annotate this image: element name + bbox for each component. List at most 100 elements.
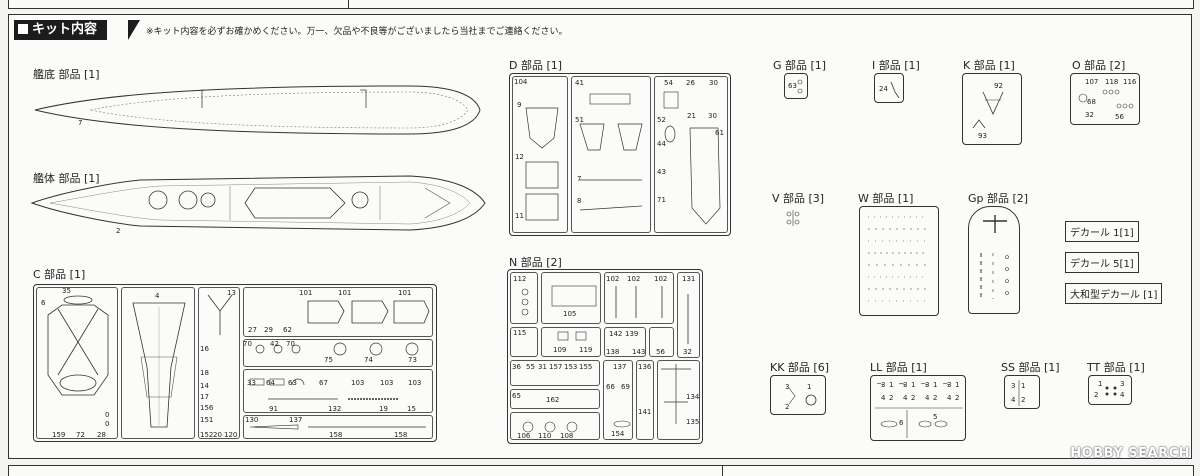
part-number: 137 bbox=[613, 363, 627, 371]
part-number: 156 bbox=[200, 404, 214, 412]
part-number: 0 bbox=[105, 420, 110, 428]
sprue-n: 112 105 102 102 102 131 115 109 119 142 … bbox=[507, 269, 703, 444]
part-number: 4 bbox=[881, 394, 886, 402]
part-number: 3 bbox=[881, 381, 886, 389]
part-number: 3 bbox=[1011, 382, 1016, 390]
section-title: キット内容 bbox=[14, 20, 108, 40]
part-number: 62 bbox=[283, 326, 292, 334]
d-structure-drawing bbox=[525, 107, 559, 221]
secondary-guns-drawing bbox=[249, 378, 398, 400]
part-number: 106 bbox=[517, 432, 531, 440]
part-number: 93 bbox=[978, 132, 987, 140]
part-number: 74 bbox=[364, 356, 373, 364]
part-number: 72 bbox=[76, 431, 85, 439]
part-number: 55 bbox=[526, 363, 535, 371]
part-number: 102 bbox=[654, 275, 668, 283]
part-number: 102 bbox=[627, 275, 641, 283]
part-number: 1 bbox=[911, 381, 916, 389]
previous-section-edge bbox=[0, 0, 1200, 9]
part-number: 51 bbox=[575, 116, 584, 124]
sprue-n-cell bbox=[541, 327, 601, 357]
part-number: 54 bbox=[664, 79, 673, 87]
decal-item-3: 大和型デカール [1] bbox=[1065, 283, 1163, 304]
part-number: 63 bbox=[788, 82, 797, 90]
part-number: 43 bbox=[657, 168, 666, 176]
part-number: 69 bbox=[621, 383, 630, 391]
part-number: 136 bbox=[638, 363, 652, 371]
next-section-edge bbox=[0, 465, 1200, 476]
ss-part-drawing bbox=[1018, 380, 1020, 406]
part-number: 27 bbox=[248, 326, 257, 334]
part-number: 2 bbox=[1094, 391, 1099, 399]
sprue-c-cell-2 bbox=[121, 287, 195, 439]
sprue-i: 24 bbox=[874, 73, 904, 103]
i-part-drawing bbox=[890, 81, 900, 99]
part-number: 2 bbox=[889, 394, 894, 402]
part-number: 5 bbox=[933, 413, 938, 421]
sprue-w-label: W 部品 [1] bbox=[858, 192, 914, 205]
part-number: 14 bbox=[200, 382, 209, 390]
part-number: 12 bbox=[515, 153, 524, 161]
part-number: 105 bbox=[563, 310, 577, 318]
sprue-k-label: K 部品 [1] bbox=[963, 59, 1015, 72]
sprue-c-cell-3 bbox=[198, 287, 240, 439]
part-number: 103 bbox=[351, 379, 365, 387]
part-number: 131 bbox=[682, 275, 696, 283]
part-number: 15 bbox=[407, 405, 416, 413]
bridge-tower-drawing bbox=[47, 295, 109, 396]
part-number: 1 bbox=[1021, 382, 1026, 390]
part-number: 141 bbox=[638, 408, 652, 416]
kk-parts-drawing bbox=[788, 387, 817, 406]
decal-item-2: デカール 5[1] bbox=[1065, 252, 1139, 273]
part-number: 19 bbox=[379, 405, 388, 413]
sprue-kk: 3 1 2 bbox=[770, 375, 826, 415]
part-number: 9 bbox=[517, 101, 522, 109]
o-parts-drawing bbox=[1078, 89, 1134, 109]
part-number: 2 bbox=[911, 394, 916, 402]
sprue-n-cell bbox=[604, 272, 674, 324]
part-number: 139 bbox=[625, 330, 639, 338]
sprue-g-label: G 部品 [1] bbox=[773, 59, 827, 72]
part-number: 75 bbox=[324, 356, 333, 364]
part-number: 3 bbox=[947, 381, 952, 389]
part-number: 120 bbox=[224, 431, 238, 439]
part-number: 130 bbox=[245, 416, 259, 424]
part-number: 11 bbox=[515, 212, 524, 220]
sprue-i-label: I 部品 [1] bbox=[872, 59, 920, 72]
part-number: 157 bbox=[549, 363, 563, 371]
sprue-n-cell bbox=[649, 327, 674, 357]
tt-part-drawing bbox=[1105, 386, 1117, 396]
sprue-kk-label: KK 部品 [6] bbox=[770, 361, 830, 374]
sprue-gp bbox=[968, 206, 1020, 314]
part-number: 101 bbox=[338, 289, 352, 297]
part-number: 63 bbox=[288, 379, 297, 387]
sprue-tt-label: TT 部品 [1] bbox=[1087, 361, 1145, 374]
part-number: 3 bbox=[925, 381, 930, 389]
part-number: 138 bbox=[606, 348, 620, 356]
part-number: 30 bbox=[709, 79, 718, 87]
part-number: 116 bbox=[1123, 78, 1137, 86]
part-number: 17 bbox=[200, 393, 209, 401]
decal-item-1: デカール 1[1] bbox=[1065, 221, 1139, 242]
part-number: 71 bbox=[657, 196, 666, 204]
part-number: 4 bbox=[947, 394, 952, 402]
hull-label: 艦体 部品 [1] bbox=[33, 172, 100, 185]
part-number: 61 bbox=[715, 129, 724, 137]
gp-aircraft-drawing bbox=[980, 215, 1009, 299]
part-number: 67 bbox=[319, 379, 328, 387]
turret-drawing bbox=[307, 300, 430, 324]
sprue-n-cell bbox=[541, 272, 601, 324]
part-number: 65 bbox=[512, 392, 521, 400]
sprue-n-cell bbox=[636, 360, 654, 440]
part-number: 3 bbox=[1120, 380, 1125, 388]
part-number: 110 bbox=[538, 432, 552, 440]
part-number: 109 bbox=[553, 346, 567, 354]
part-number: 20 bbox=[213, 431, 222, 439]
part-number: 158 bbox=[394, 431, 408, 439]
small-parts-drawing bbox=[255, 342, 419, 356]
part-number: 112 bbox=[513, 275, 527, 283]
sprue-n-cell bbox=[510, 360, 600, 386]
part-number: 56 bbox=[1115, 113, 1124, 121]
part-number: 68 bbox=[1087, 98, 1096, 106]
part-number: 66 bbox=[606, 383, 615, 391]
